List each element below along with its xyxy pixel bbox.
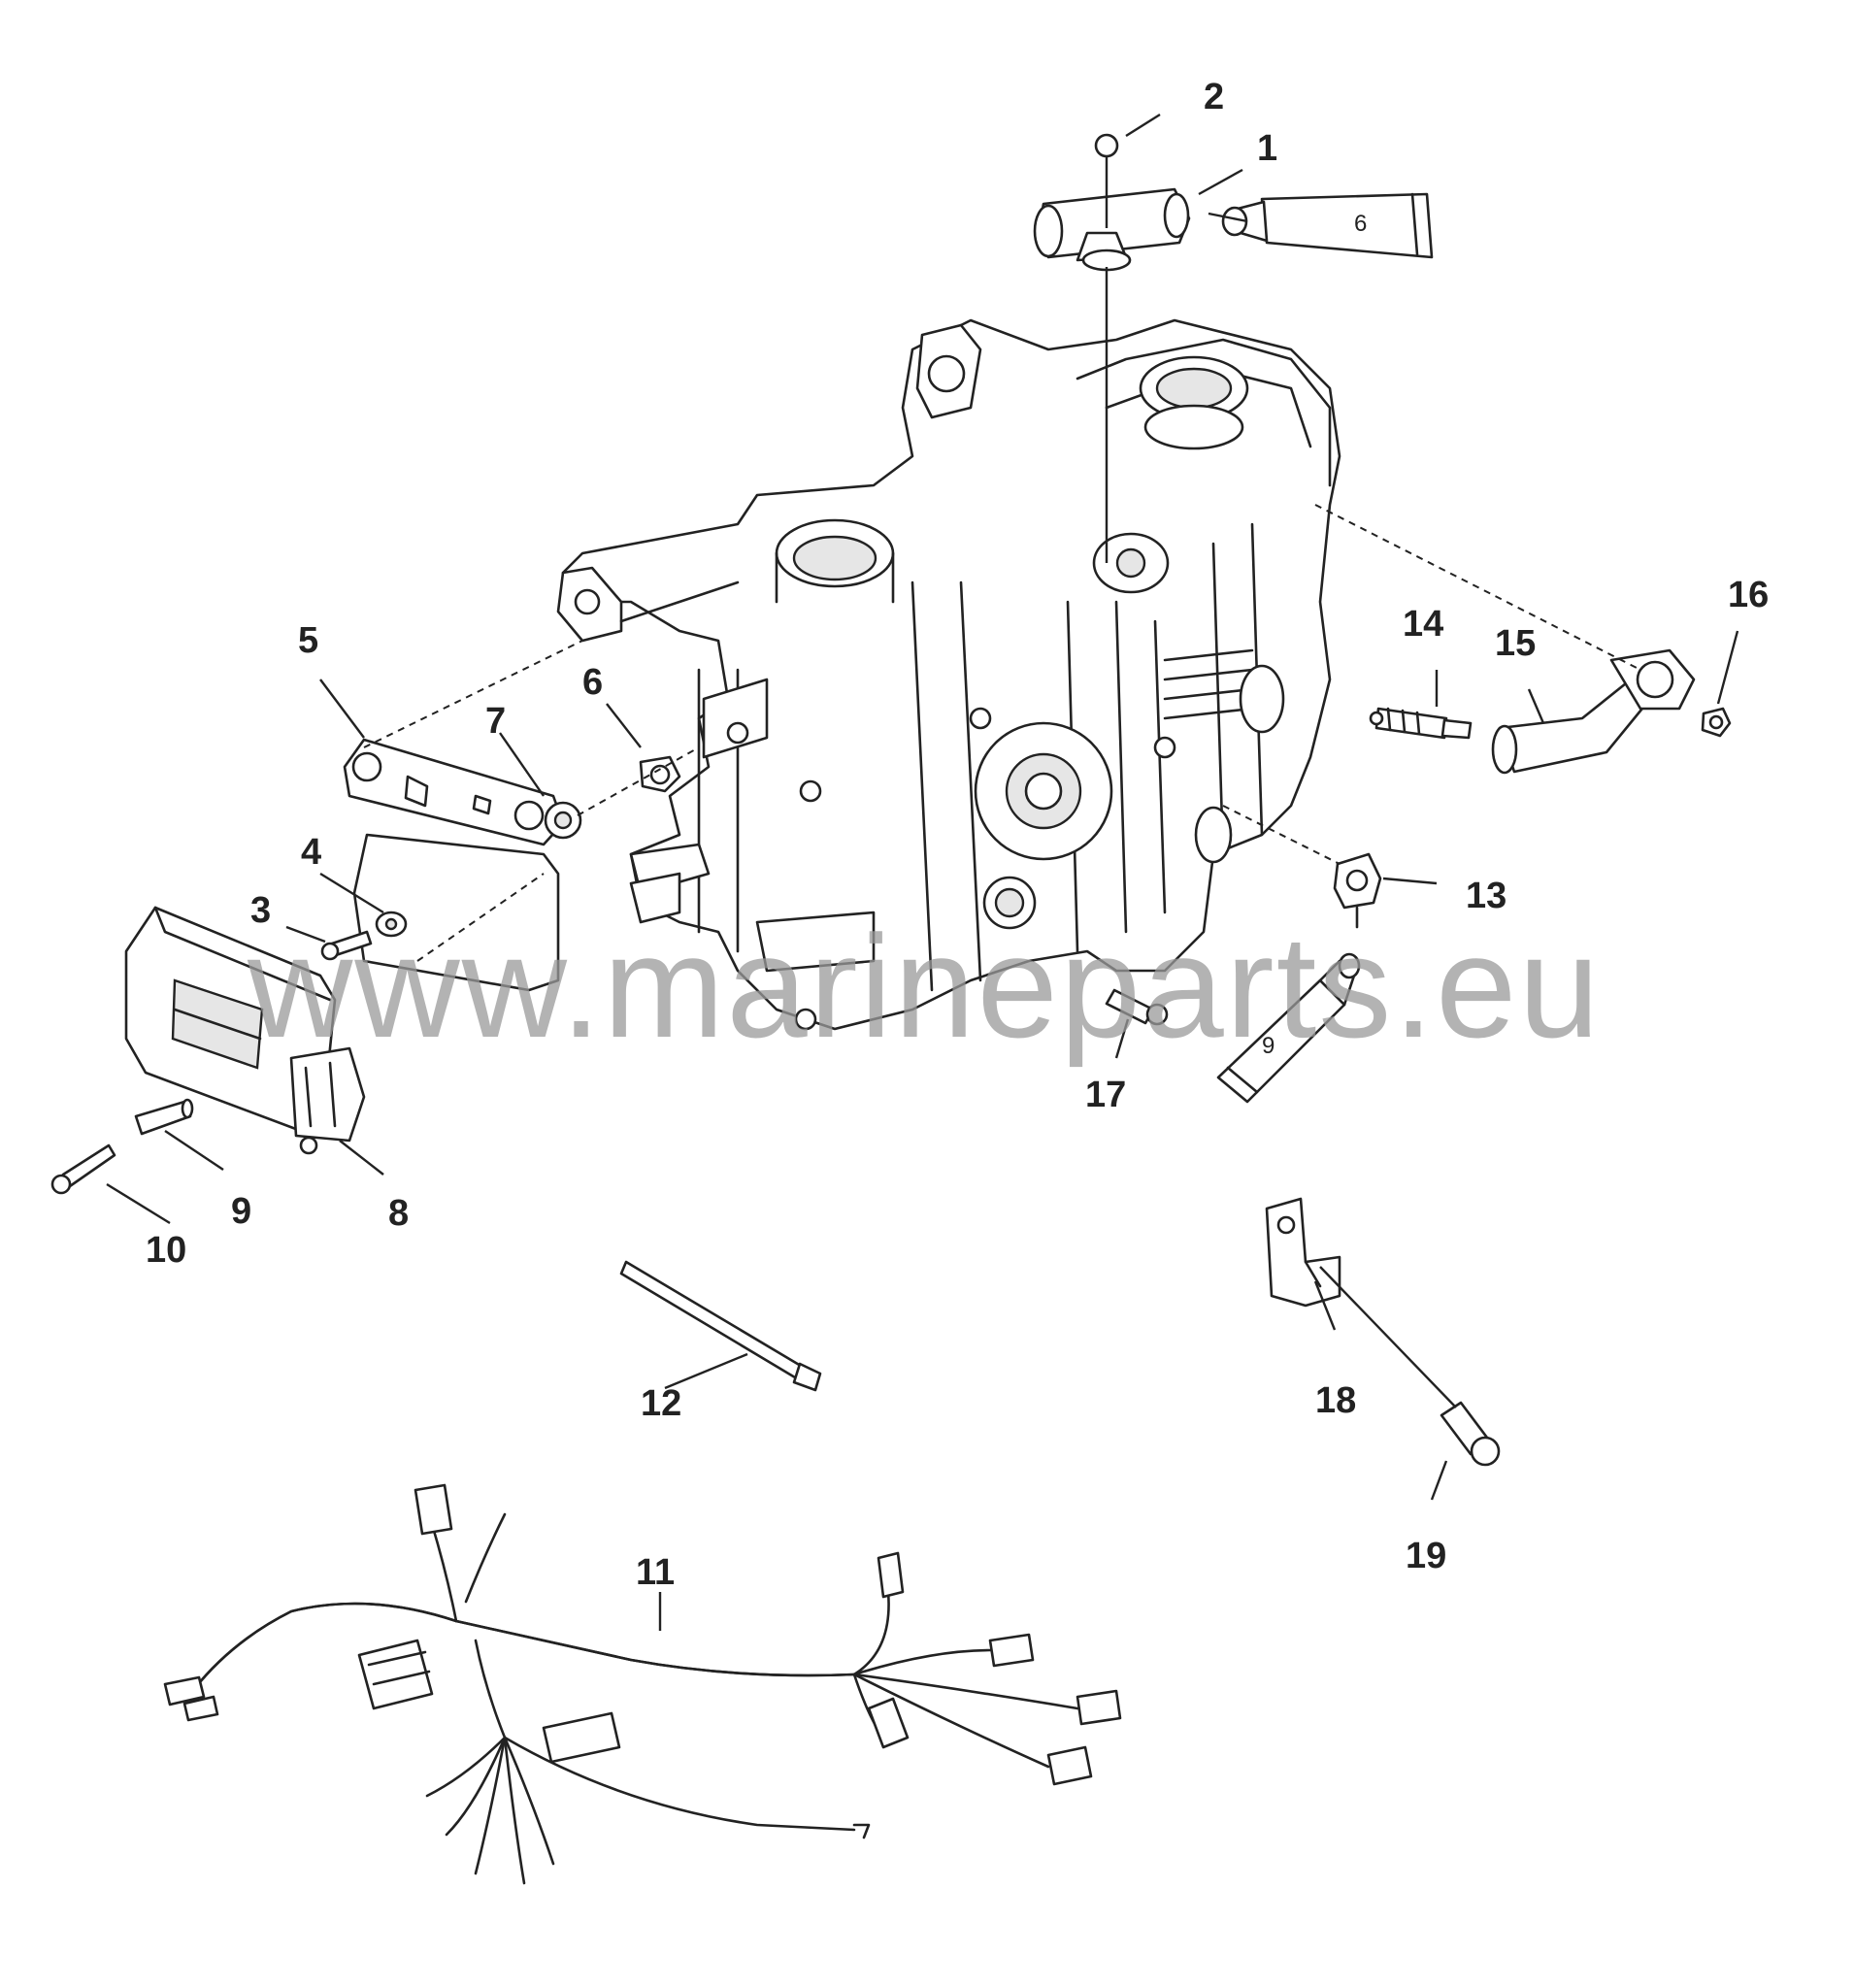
callout-17: 17 (1085, 1075, 1126, 1115)
engine-block (556, 318, 1341, 1031)
part-12-cable-tie (619, 1260, 822, 1392)
lower-tube-label: 9 (1262, 1033, 1275, 1059)
part-11-wiring-harness (163, 1483, 1122, 1885)
part-6-nut (639, 755, 681, 793)
part-8-control-module (124, 906, 366, 1155)
callout-3: 3 (250, 890, 271, 931)
part-9-lower-tube: 9 (1216, 952, 1361, 1104)
callout-12: 12 (641, 1383, 681, 1424)
callout-numbers: 1 2 3 4 5 6 7 8 9 10 11 12 13 14 15 16 1… (146, 77, 1769, 1593)
part-2-screw (1094, 133, 1119, 228)
part-17-bolt (1105, 988, 1169, 1026)
callout-10: 10 (146, 1230, 186, 1271)
callout-7: 7 (485, 701, 506, 742)
part-10-long-bolt (50, 1143, 116, 1195)
callout-9: 9 (231, 1191, 251, 1232)
callout-15: 15 (1495, 623, 1536, 664)
part-4-washer (375, 911, 408, 938)
callout-4: 4 (301, 832, 321, 873)
part-16-nut (1701, 707, 1732, 738)
callout-6: 6 (582, 662, 603, 703)
part-9-pin (134, 1098, 194, 1136)
part-13-sensor (1333, 852, 1382, 929)
callout-13: 13 (1466, 876, 1506, 916)
watermark: www.marineparts.eu (247, 905, 1602, 1068)
callout-5: 5 (298, 620, 318, 661)
part-5-cover-plate (343, 738, 565, 846)
callout-8: 8 (388, 1193, 409, 1234)
part-15-plug-boot (1491, 648, 1696, 775)
plate-gasket (352, 833, 560, 992)
callout-14: 14 (1403, 604, 1443, 645)
callout-16: 16 (1728, 575, 1769, 615)
callout-19: 19 (1406, 1536, 1446, 1576)
callout-18: 18 (1315, 1380, 1356, 1421)
part-6-upper-tube: 6 (1221, 192, 1434, 259)
callout-1: 1 (1257, 128, 1277, 169)
part-7-washer (544, 801, 582, 840)
part-3-bolt (320, 930, 373, 961)
callout-11: 11 (636, 1552, 675, 1593)
part-1-ignition-coil (1033, 187, 1191, 272)
callout-2: 2 (1204, 77, 1224, 117)
part-14-spark-plug (1369, 707, 1473, 740)
part-18-bracket (1265, 1197, 1341, 1308)
callout-leaders (106, 113, 1739, 1631)
part-19-screw (1440, 1401, 1501, 1467)
upper-tube-label: 6 (1354, 211, 1367, 237)
assembly-dash-lines (363, 504, 1641, 962)
